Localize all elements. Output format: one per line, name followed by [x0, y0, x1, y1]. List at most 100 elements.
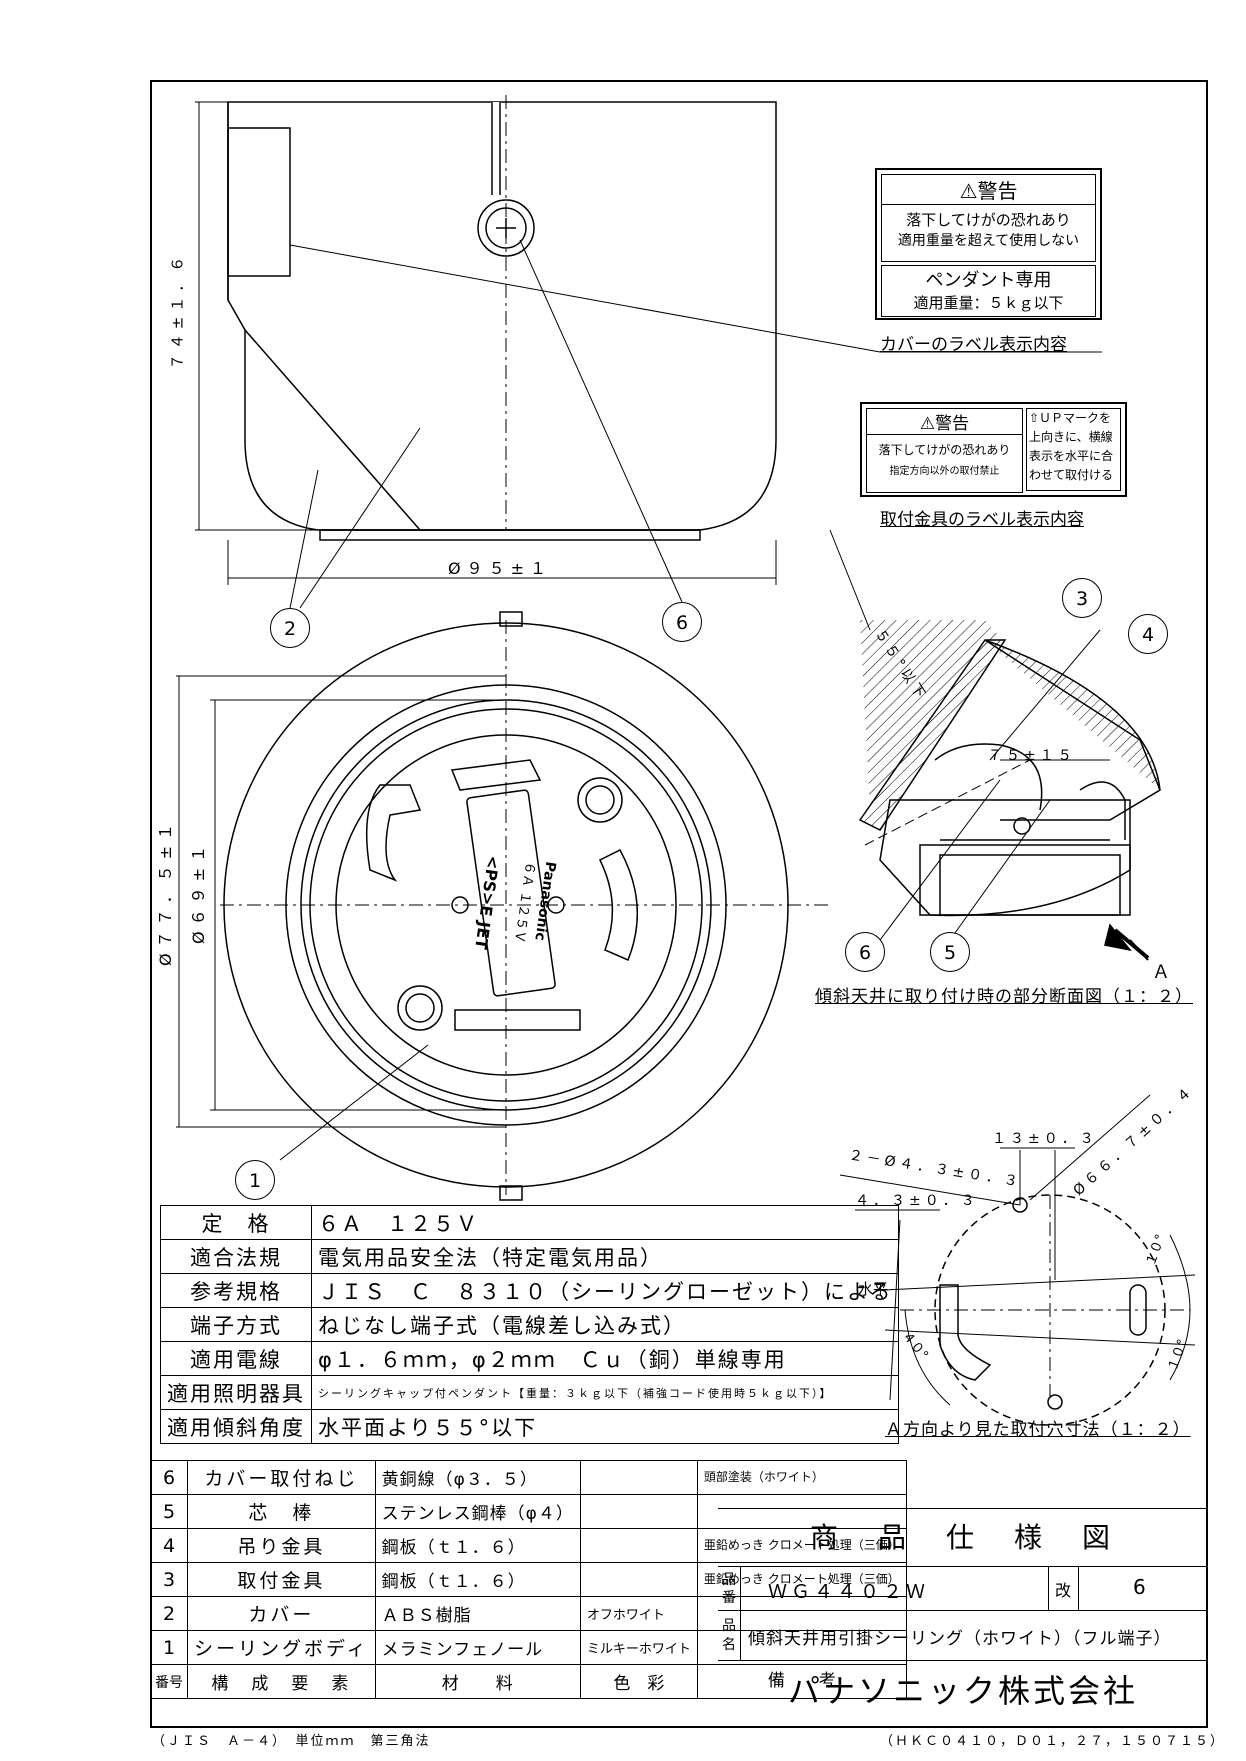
spec-value: φ１．６ｍｍ，φ２ｍｍ Ｃｕ（銅）単線専用: [310, 1341, 900, 1376]
callout-6-section: 6: [845, 932, 885, 972]
parts-no: 4: [150, 1528, 188, 1563]
bracket-warning-title: ⚠警告: [867, 409, 1022, 435]
company-name: パナソニック株式会社: [787, 1672, 1138, 1710]
parts-rem: [696, 1494, 907, 1529]
width-dimension: Ø９５±１: [448, 559, 553, 578]
parts-no: 3: [150, 1562, 188, 1597]
spec-key: 適用照明器具: [160, 1375, 312, 1410]
spec-value: ねじなし端子式（電線差し込み式）: [310, 1307, 900, 1342]
spec-key: 適合法規: [160, 1239, 312, 1274]
parts-mat: 黄銅線（φ３．５）: [374, 1460, 581, 1495]
bracket-up-line1: ⇧ＵＰマークを: [1029, 411, 1112, 425]
drawing-frame: [150, 80, 1208, 1728]
spec-value: 電気用品安全法（特定電気用品）: [310, 1239, 900, 1274]
parts-no: 6: [150, 1460, 188, 1495]
spec-key: 参考規格: [160, 1273, 312, 1308]
section-view: [829, 529, 1161, 961]
revision-label: 改: [1055, 1581, 1072, 1600]
spec-key: 適用傾斜角度: [160, 1409, 312, 1444]
cover-pendant-title: ペンダント専用: [925, 270, 1052, 291]
bracket-warning-line1: 落下してけがの恐れあり: [878, 443, 1011, 457]
cover-warning-title: ⚠警告: [882, 175, 1095, 205]
spec-row: 適用傾斜角度水平面より５５°以下: [160, 1409, 900, 1444]
spec-value: ６Ａ １２５Ｖ: [310, 1205, 900, 1240]
parts-mat: メラミンフェノール: [374, 1630, 581, 1665]
cover-warning-line2: 適用重量を超えて使用しない: [897, 233, 1080, 249]
outer-diameter-dimension: Ø７７．５±１: [156, 817, 176, 967]
callout-5: 5: [930, 932, 970, 972]
parts-name: カバー取付ねじ: [187, 1460, 376, 1495]
parts-header-col: 色 彩: [579, 1664, 698, 1699]
cover-label: ⚠警告 落下してけがの恐れあり 適用重量を超えて使用しない ペンダント専用 適用…: [875, 168, 1102, 320]
parts-no: 1: [150, 1630, 188, 1665]
callout-2: 2: [270, 608, 310, 648]
parts-header-row: 番号構 成 要 素材 料色 彩備 考: [150, 1664, 907, 1699]
parts-rem: 頭部塗装（ホワイト）: [696, 1460, 907, 1495]
parts-col: [579, 1562, 698, 1597]
revision-number: 6: [1133, 1575, 1146, 1599]
part-number: ＷＧ４４０２Ｗ: [768, 1581, 930, 1603]
parts-name: 芯 棒: [187, 1494, 376, 1529]
parts-header-mat: 材 料: [374, 1664, 581, 1699]
product-name: 傾斜天井用引掛シーリング（ホワイト）（フル端子）: [748, 1629, 1172, 1649]
title-block-title: 商 品 仕 様 図: [809, 1521, 1116, 1554]
spec-value: ＪＩＳ Ｃ ８３１０（シーリングローゼット）による: [310, 1273, 900, 1308]
callout-6-top: 6: [662, 602, 702, 642]
parts-header-rem: 備 考: [696, 1664, 907, 1699]
parts-col: ミルキーホワイト: [579, 1630, 698, 1665]
side-view: [195, 95, 1102, 609]
product-name-label: 品名: [722, 1618, 736, 1653]
height-dimension: ７４±１．６: [168, 251, 187, 370]
parts-col: オフホワイト: [579, 1596, 698, 1631]
section-caption: 傾斜天井に取り付け時の部分断面図（１：２）: [815, 987, 1193, 1007]
bracket-up-line3: 表示を水平に合: [1029, 449, 1114, 463]
bracket-warning-line2: 指定方向以外の取付禁止: [889, 466, 1000, 477]
parts-name: カバー: [187, 1596, 376, 1631]
arrow-a-label: Ａ: [1152, 962, 1170, 983]
parts-no: 5: [150, 1494, 188, 1529]
parts-col: [579, 1528, 698, 1563]
spec-key: 端子方式: [160, 1307, 312, 1342]
part-no-label: 品番: [722, 1572, 736, 1606]
parts-col: [579, 1460, 698, 1495]
parts-name: 取付金具: [187, 1562, 376, 1597]
cover-label-caption: カバーのラベル表示内容: [880, 335, 1067, 355]
spec-row: 適合法規電気用品安全法（特定電気用品）: [160, 1239, 900, 1274]
callout-4: 4: [1128, 614, 1168, 654]
footer-right: （ＨＫＣ０４１０，Ｄ０１，２７，１５０７１５）: [880, 1734, 1226, 1749]
parts-name: シーリングボディ: [187, 1630, 376, 1665]
inner-diameter-dimension: Ø６９±１: [189, 839, 209, 945]
spec-row: 端子方式ねじなし端子式（電線差し込み式）: [160, 1307, 900, 1342]
parts-header-no: 番号: [150, 1664, 188, 1699]
bracket-label: ⚠警告 落下してけがの恐れあり 指定方向以外の取付禁止 ⇧ＵＰマークを 上向きに…: [860, 402, 1127, 497]
spec-key: 定 格: [160, 1205, 312, 1240]
parts-mat: 鋼板（ｔ１．６）: [374, 1562, 581, 1597]
cover-warning-line1: 落下してけがの恐れあり: [906, 211, 1071, 229]
parts-no: 2: [150, 1596, 188, 1631]
spec-key: 適用電線: [160, 1341, 312, 1376]
parts-rem: 亜鉛めっき クロメート処理（三価）: [696, 1562, 907, 1597]
view-a-caption: Ａ方向より見た取付穴寸法（１：２）: [885, 1420, 1191, 1440]
parts-mat: ＡＢＳ樹脂: [374, 1596, 581, 1631]
dim-13: １３±０．３: [992, 1131, 1098, 1147]
callout-1: 1: [235, 1160, 275, 1200]
bracket-up-line4: わせて取付ける: [1029, 468, 1114, 482]
bracket-up-line2: 上向きに、横線: [1029, 430, 1113, 444]
cover-pendant-weight: 適用重量：５ｋｇ以下: [913, 294, 1064, 312]
parts-col: [579, 1494, 698, 1529]
cover-screw: [477, 199, 535, 257]
bottom-view: [176, 611, 830, 1201]
bracket-label-caption: 取付金具のラベル表示内容: [880, 510, 1084, 530]
spec-row: 適用照明器具シーリングキャップ付ペンダント【重量：３ｋｇ以下（補強コード使用時５…: [160, 1375, 900, 1410]
parts-rem: [696, 1630, 907, 1665]
parts-mat: 鋼板（ｔ１．６）: [374, 1528, 581, 1563]
